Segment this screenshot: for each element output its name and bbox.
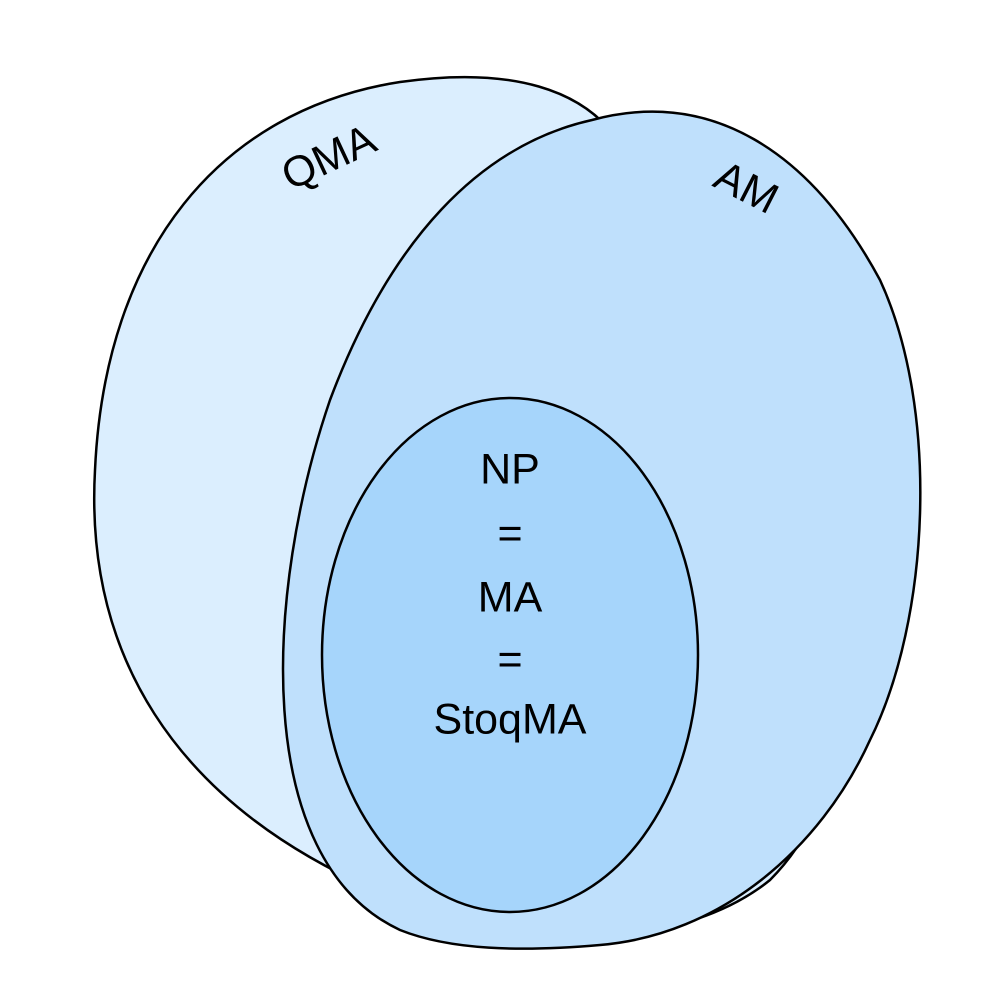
inner-label-stoqma: StoqMA (434, 695, 587, 743)
inner-label-equals-1: = (497, 509, 522, 557)
inner-label-ma: MA (478, 573, 543, 621)
inner-label-equals-2: = (497, 635, 522, 683)
inner-label-np: NP (480, 445, 540, 493)
set-np-ma-stoqma-shape (320, 396, 700, 914)
